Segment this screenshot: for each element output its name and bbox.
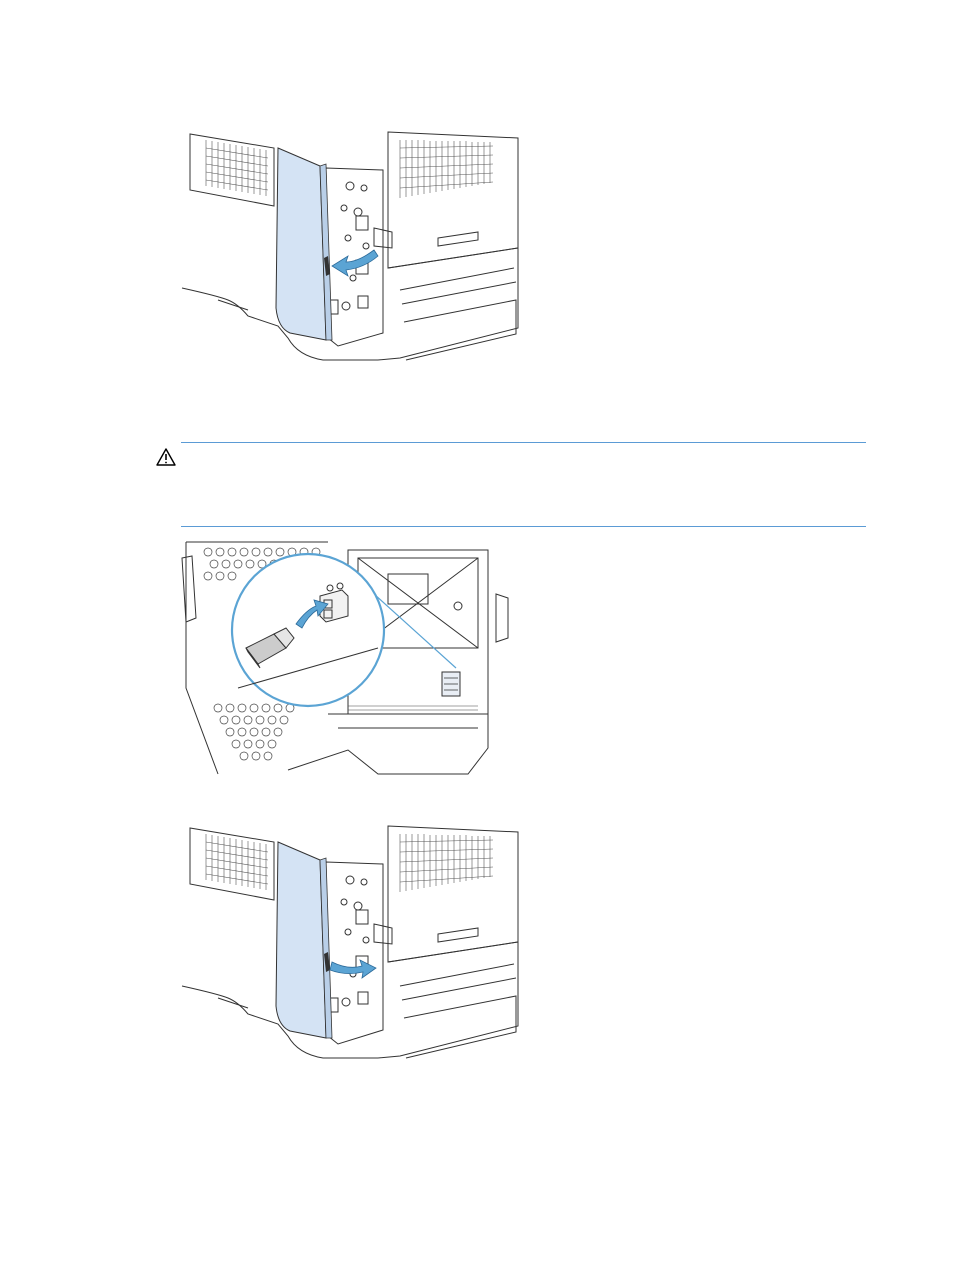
caution-bottom-rule — [181, 526, 866, 527]
warning-triangle-icon — [156, 448, 176, 466]
figure-replace-cover — [178, 822, 523, 1067]
caution-top-rule — [181, 442, 866, 443]
printer-cover-close-illustration — [178, 822, 523, 1067]
figure-remove-cover — [178, 128, 523, 368]
figure-usb-connector — [178, 538, 510, 778]
printer-cover-open-illustration — [178, 128, 523, 368]
usb-connector-illustration — [178, 538, 510, 778]
